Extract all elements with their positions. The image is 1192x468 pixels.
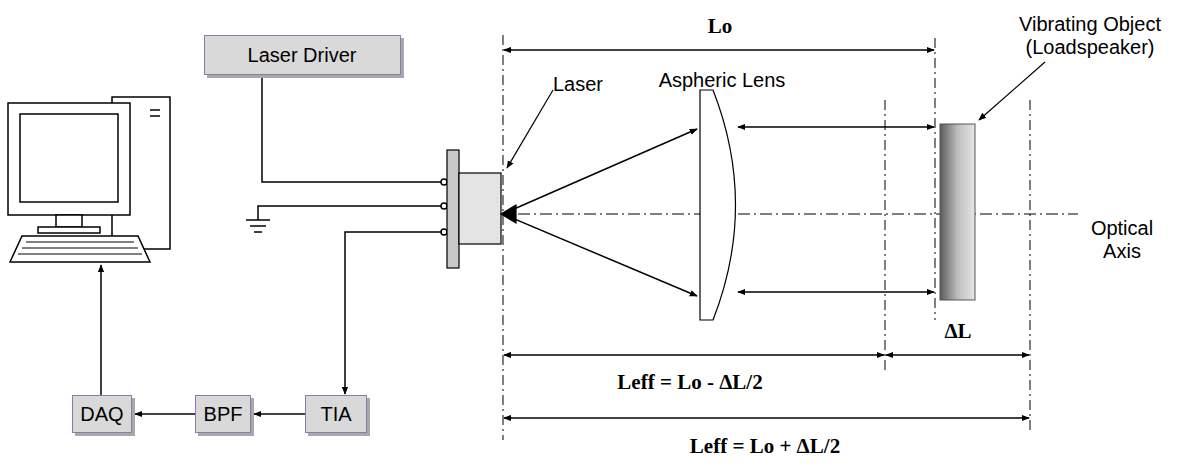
- part-label: Aspheric Lens: [659, 69, 786, 92]
- dimension-label: Lo: [708, 14, 733, 39]
- signal-arrow: [135, 413, 195, 415]
- laser-wires: [246, 75, 447, 394]
- dimension-label: Leff = Lo + ΔL/2: [690, 434, 840, 459]
- part-label: Laser: [553, 73, 603, 96]
- signal-arrow: [254, 413, 305, 415]
- dimension-arrows: [504, 50, 1029, 418]
- filter-box: BPF: [195, 395, 251, 433]
- amplifier-box: TIA: [305, 395, 367, 433]
- box-label: DAQ: [80, 403, 123, 426]
- leader-line: [979, 62, 1045, 120]
- aspheric-lens: [700, 90, 736, 320]
- part-label: Vibrating Object (Loadspeaker): [1001, 13, 1179, 59]
- signal-wire: [100, 265, 102, 395]
- box-label: BPF: [204, 403, 243, 426]
- vibrating-object: [940, 124, 975, 300]
- box-label: Laser Driver: [248, 44, 357, 67]
- reference-lines: [503, 35, 1030, 440]
- driver-box: Laser Driver: [204, 35, 401, 75]
- laser-diode: [447, 150, 516, 268]
- axis-label: Optical Axis: [1087, 217, 1157, 263]
- dimension-label: Leff = Lo - ΔL/2: [617, 370, 762, 395]
- daq-box: DAQ: [72, 395, 132, 433]
- optical-axis: [518, 214, 1078, 215]
- computer-icon: [8, 97, 170, 262]
- laser-beams: [505, 127, 934, 296]
- box-label: TIA: [320, 403, 351, 426]
- dimension-label: ΔL: [944, 319, 971, 344]
- leader-line: [507, 90, 553, 168]
